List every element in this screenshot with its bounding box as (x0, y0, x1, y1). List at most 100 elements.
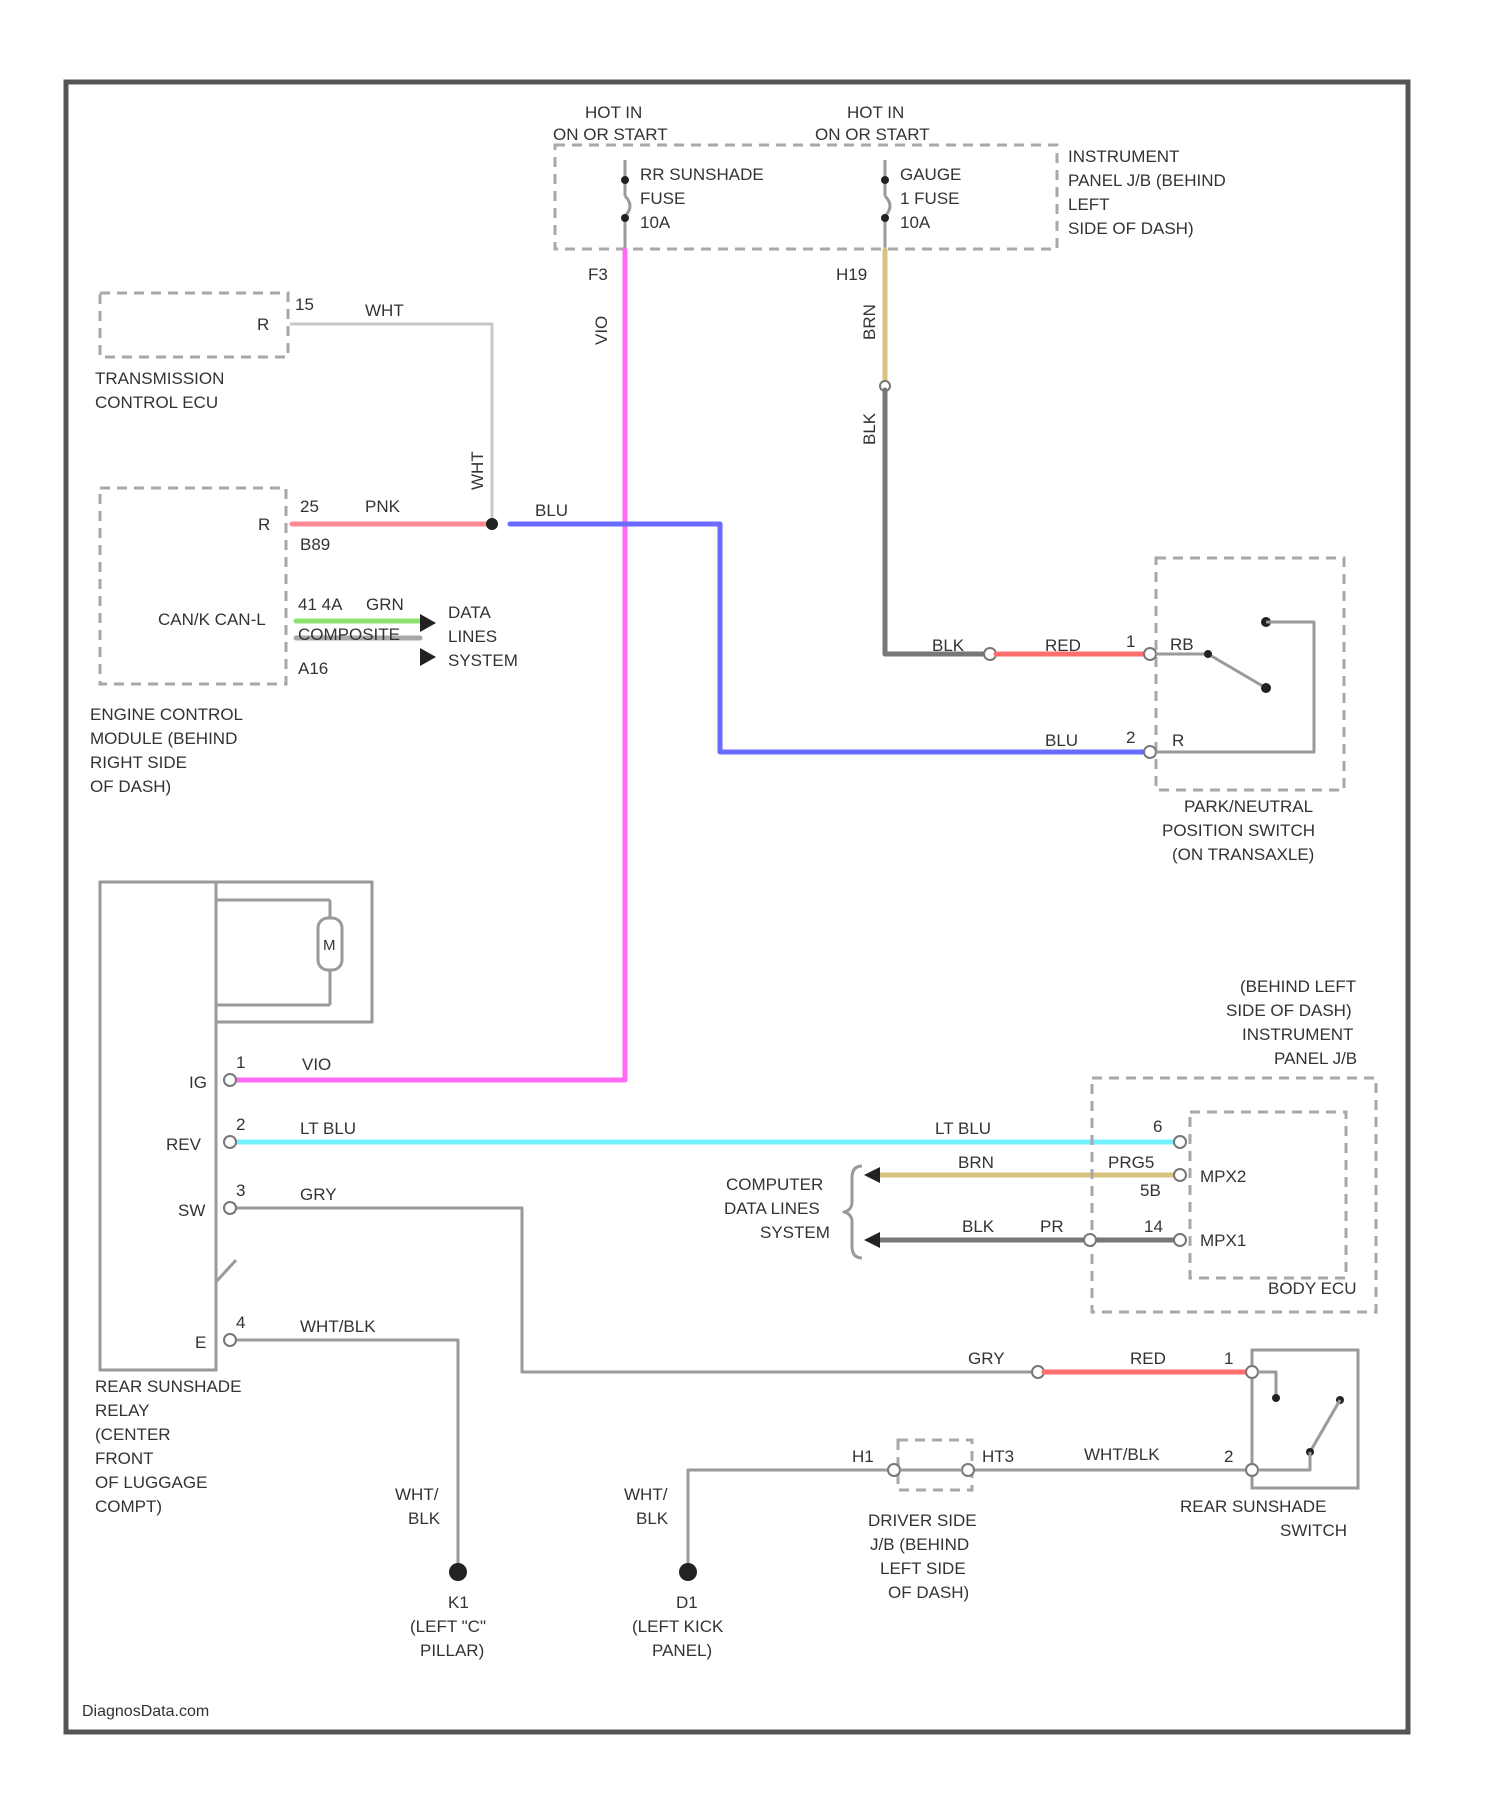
computer-data-label-1: COMPUTER (726, 1175, 823, 1194)
instrument-jb-label-4: SIDE OF DASH) (1068, 219, 1194, 238)
wire-vio-label: VIO (592, 316, 611, 345)
rr-sunshade-fuse (621, 160, 630, 248)
instrument-panel-jb-box (555, 145, 1057, 249)
relay-label-1: REAR SUNSHADE (95, 1377, 241, 1396)
pn-pin-top-label: RB (1170, 635, 1194, 654)
connector-pin (224, 1074, 236, 1086)
relay-pin-rev: 2 (236, 1115, 245, 1134)
pn-pin-bot: 2 (1126, 728, 1135, 747)
ground1-label-1: (LEFT "C" (410, 1617, 486, 1636)
tcu-label-2: CONTROL ECU (95, 393, 218, 412)
relay-wire-vio: VIO (302, 1055, 331, 1074)
hot-in-label-1: HOT IN (585, 103, 642, 122)
rear-sunshade-relay-box (100, 882, 216, 1370)
pn-pin-top: 1 (1126, 632, 1135, 651)
motor-symbol: M (323, 937, 336, 954)
ground2-label-1: (LEFT KICK (632, 1617, 724, 1636)
wire-wht-label: WHT (365, 301, 404, 320)
watermark: DiagnosData.com (82, 1703, 209, 1720)
data-lines-1: DATA (448, 603, 491, 622)
instrument-jb-label-3: LEFT (1068, 195, 1110, 214)
ground2-label-2: PANEL) (652, 1641, 712, 1660)
body-wire-blk: BLK (962, 1217, 995, 1236)
body-mpx1: MPX1 (1200, 1231, 1246, 1250)
ecm-label-4: OF DASH) (90, 777, 171, 796)
data-arrow-1 (420, 614, 436, 632)
ground2-id: D1 (676, 1593, 698, 1612)
switch-pin-2: 2 (1224, 1447, 1233, 1466)
wire-wht-label-vertical: WHT (468, 451, 487, 490)
ecm-pin-number: 25 (300, 497, 319, 516)
connector-pin (1174, 1169, 1186, 1181)
ecm-label-3: RIGHT SIDE (90, 753, 187, 772)
sunshade-motor-box (216, 882, 372, 1022)
relay-pin-gnd: 4 (236, 1313, 245, 1332)
ground2-wire-1: WHT/ (624, 1485, 668, 1504)
pn-label-1: PARK/NEUTRAL (1184, 797, 1313, 816)
computer-data-brace (844, 1166, 862, 1258)
wire-blu-label: BLU (535, 501, 568, 520)
body-ecu-box (1190, 1112, 1346, 1278)
relay-wire-wht-blk: WHT/BLK (300, 1317, 376, 1336)
pn-pin-bot-label: R (1172, 731, 1184, 750)
gauge-fuse (881, 160, 890, 248)
connector-pin (224, 1202, 236, 1214)
data-arrow-4 (864, 1232, 880, 1248)
connector-pin (224, 1136, 236, 1148)
data-arrow-3 (864, 1167, 880, 1183)
body-wire-brn: BRN (958, 1153, 994, 1172)
tcu-label-1: TRANSMISSION (95, 369, 224, 388)
ecm-can-wire: GRN (366, 595, 404, 614)
connector-pin (888, 1464, 900, 1476)
ground1-wire-2: BLK (408, 1509, 441, 1528)
wire-wht-tcu (290, 324, 492, 524)
fuse1-pin: F3 (588, 265, 608, 284)
pn-label-2: POSITION SWITCH (1162, 821, 1315, 840)
driver-side-jb-box (898, 1440, 972, 1490)
relay-wire-lt-blu: LT BLU (300, 1119, 356, 1138)
driver-jb-label-2: J/B (BEHIND (870, 1535, 969, 1554)
ecm-pin-label: B89 (300, 535, 330, 554)
fuse2-pin: H19 (836, 265, 867, 284)
body-wire-lt-blu: LT BLU (935, 1119, 991, 1138)
relay-label-3: (CENTER (95, 1425, 171, 1444)
ecm-can-pin-1: 41 4A (298, 595, 343, 614)
body-blk-pin: PR (1040, 1217, 1064, 1236)
data-lines-3: SYSTEM (448, 651, 518, 670)
relay-label-5: OF LUGGAGE (95, 1473, 207, 1492)
park-neutral-switch-box (1156, 558, 1344, 790)
body-mpx2: MPX2 (1200, 1167, 1246, 1186)
ground-d1-dot (679, 1563, 697, 1581)
ecm-pin-letter: R (258, 515, 270, 534)
instrument-jb-label-2: PANEL J/B (BEHIND (1068, 171, 1226, 190)
fuse2-rating: 10A (900, 213, 931, 232)
fuse1-name: RR SUNSHADE (640, 165, 764, 184)
connector-pin (1174, 1136, 1186, 1148)
body-pin-lt-blu: 6 (1153, 1117, 1162, 1136)
driver-jb-pin-a: H1 (852, 1447, 874, 1466)
relay-ig: IG (189, 1073, 207, 1092)
driver-jb-pin-b: HT3 (982, 1447, 1014, 1466)
ecm-wire-pnk: PNK (365, 497, 401, 516)
driver-jb-label-4: OF DASH) (888, 1583, 969, 1602)
switch-wire-wht-blk: WHT/BLK (1084, 1445, 1160, 1464)
switch-label-1: REAR SUNSHADE (1180, 1497, 1326, 1516)
wire-blk-label: BLK (860, 412, 879, 445)
fuse1-rating: 10A (640, 213, 671, 232)
driver-jb-label-1: DRIVER SIDE (868, 1511, 977, 1530)
fuse2-type: 1 FUSE (900, 189, 960, 208)
relay-pin-ig: 1 (236, 1053, 245, 1072)
driver-jb-label-3: LEFT SIDE (880, 1559, 966, 1578)
body-jb-label-2: SIDE OF DASH) (1226, 1001, 1352, 1020)
wire-wht-blk-switch-2 (688, 1470, 890, 1572)
relay-pin-sw: 3 (236, 1181, 245, 1200)
body-blk-pin-2: 14 (1144, 1217, 1163, 1236)
wire-gry (232, 1208, 1038, 1372)
hot-in-label-2: HOT IN (847, 103, 904, 122)
instrument-jb-label-1: INSTRUMENT (1068, 147, 1179, 166)
switch-label-2: SWITCH (1280, 1521, 1347, 1540)
fuse1-type: FUSE (640, 189, 685, 208)
ground-k1-dot (449, 1563, 467, 1581)
connector-pin (962, 1464, 974, 1476)
